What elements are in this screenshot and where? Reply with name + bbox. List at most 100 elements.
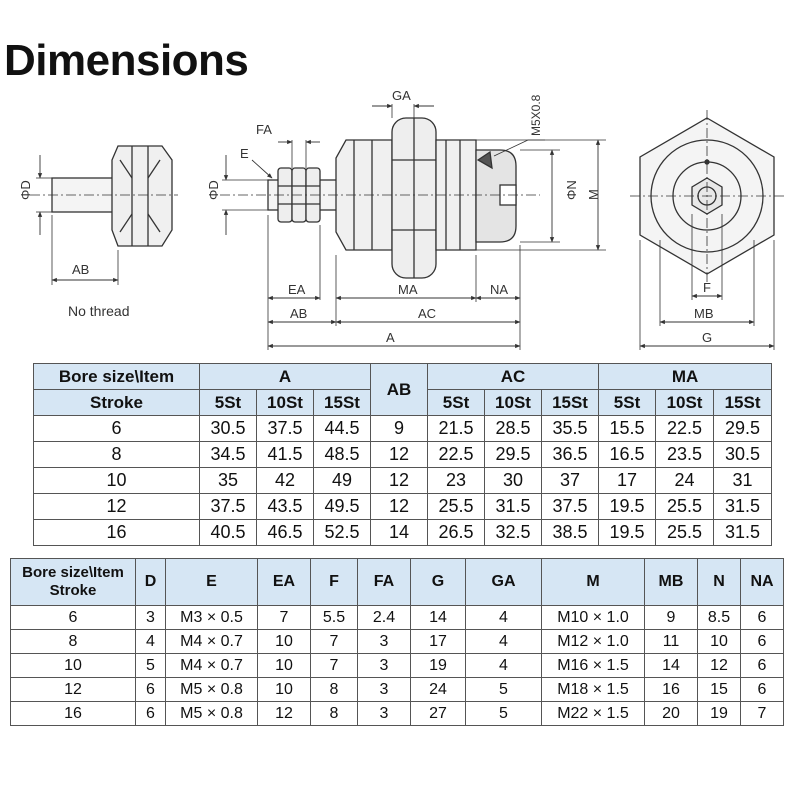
header-ga: GA <box>465 558 542 606</box>
value-cell: 23 <box>427 467 486 494</box>
label-ac: AC <box>418 306 436 321</box>
value-cell: 20 <box>644 701 698 726</box>
header-bore-size: Bore size\Item <box>22 564 124 581</box>
bore-size-cell: 12 <box>10 677 136 702</box>
value-cell: 11 <box>644 629 698 654</box>
label-ab-left: AB <box>72 262 89 277</box>
label-no-thread: No thread <box>68 303 129 319</box>
value-cell: 30.5 <box>713 441 773 468</box>
value-cell: 41.5 <box>256 441 314 468</box>
value-cell: 5 <box>135 653 166 678</box>
value-cell: 27 <box>410 701 466 726</box>
header-d: D <box>135 558 166 606</box>
header-g: G <box>410 558 466 606</box>
value-cell: 5.5 <box>310 605 358 630</box>
value-cell: 19 <box>410 653 466 678</box>
value-cell: 30.5 <box>199 415 257 442</box>
bore-size-cell: 8 <box>33 441 200 468</box>
value-cell: 9 <box>644 605 698 630</box>
header-f: F <box>310 558 358 606</box>
value-cell: 38.5 <box>541 519 600 546</box>
label-ma: MA <box>398 282 418 297</box>
value-cell: 29.5 <box>713 415 773 442</box>
value-cell: 6 <box>135 701 166 726</box>
value-cell: 37.5 <box>541 493 600 520</box>
value-cell: 12 <box>370 441 429 468</box>
value-cell: 3 <box>357 677 411 702</box>
value-cell: 52.5 <box>312 519 372 546</box>
value-cell: 31.5 <box>713 493 773 520</box>
value-cell: 3 <box>357 653 411 678</box>
header-group-ab: AB <box>370 363 429 416</box>
value-cell: 16.5 <box>598 441 657 468</box>
value-cell: 22.5 <box>655 415 715 442</box>
value-cell: 7 <box>257 605 311 630</box>
value-cell: 16 <box>644 677 698 702</box>
value-cell: 3 <box>135 605 166 630</box>
header-fa: FA <box>357 558 411 606</box>
value-cell: 48.5 <box>312 441 372 468</box>
no-thread-view <box>30 145 178 285</box>
header-sub: 10St <box>256 389 314 416</box>
value-cell: M22 × 1.5 <box>541 701 645 726</box>
value-cell: 37.5 <box>256 415 314 442</box>
value-cell: 14 <box>370 519 429 546</box>
label-ga: GA <box>392 88 411 103</box>
value-cell: M4 × 0.7 <box>165 653 258 678</box>
header-ea: EA <box>257 558 311 606</box>
value-cell: 17 <box>598 467 657 494</box>
value-cell: 10 <box>257 629 311 654</box>
header-sub: 10St <box>655 389 715 416</box>
value-cell: 21.5 <box>427 415 486 442</box>
value-cell: 19 <box>697 701 741 726</box>
value-cell: M16 × 1.5 <box>541 653 645 678</box>
label-phi-d: ΦD <box>206 180 221 200</box>
label-f: F <box>703 280 711 295</box>
value-cell: 22.5 <box>427 441 486 468</box>
label-phi-n: ΦN <box>564 180 579 200</box>
value-cell: 34.5 <box>199 441 257 468</box>
end-view <box>630 110 784 350</box>
value-cell: 35 <box>199 467 257 494</box>
value-cell: 24 <box>410 677 466 702</box>
label-m: M <box>586 189 601 200</box>
page-title: Dimensions <box>4 36 249 85</box>
label-a: A <box>386 330 395 345</box>
header-sub: 15St <box>312 389 372 416</box>
bore-size-cell: 10 <box>10 653 136 678</box>
dimension-drawing: ΦD AB No thread FA E ΦD GA M5X0.8 ΦN M E… <box>18 88 784 350</box>
value-cell: 6 <box>740 653 784 678</box>
dimensions-table-2: Bore size\Item Stroke D E EA F FA G GA M… <box>10 558 784 726</box>
label-phi-d-left: ΦD <box>18 180 33 200</box>
value-cell: 10 <box>697 629 741 654</box>
label-mb: MB <box>694 306 714 321</box>
value-cell: 17 <box>410 629 466 654</box>
value-cell: M3 × 0.5 <box>165 605 258 630</box>
bore-size-cell: 10 <box>33 467 200 494</box>
value-cell: 49.5 <box>312 493 372 520</box>
header-sub: 15St <box>541 389 600 416</box>
label-g: G <box>702 330 712 345</box>
value-cell: 3 <box>357 701 411 726</box>
value-cell: 25.5 <box>427 493 486 520</box>
value-cell: 23.5 <box>655 441 715 468</box>
value-cell: 8.5 <box>697 605 741 630</box>
value-cell: 2.4 <box>357 605 411 630</box>
value-cell: 4 <box>465 653 542 678</box>
value-cell: 5 <box>465 677 542 702</box>
label-fa: FA <box>256 122 272 137</box>
header-bore-size: Bore size\Item <box>33 363 200 390</box>
value-cell: 9 <box>370 415 429 442</box>
value-cell: M5 × 0.8 <box>165 677 258 702</box>
value-cell: 14 <box>410 605 466 630</box>
value-cell: 6 <box>135 677 166 702</box>
value-cell: 25.5 <box>655 493 715 520</box>
label-ea: EA <box>288 282 306 297</box>
